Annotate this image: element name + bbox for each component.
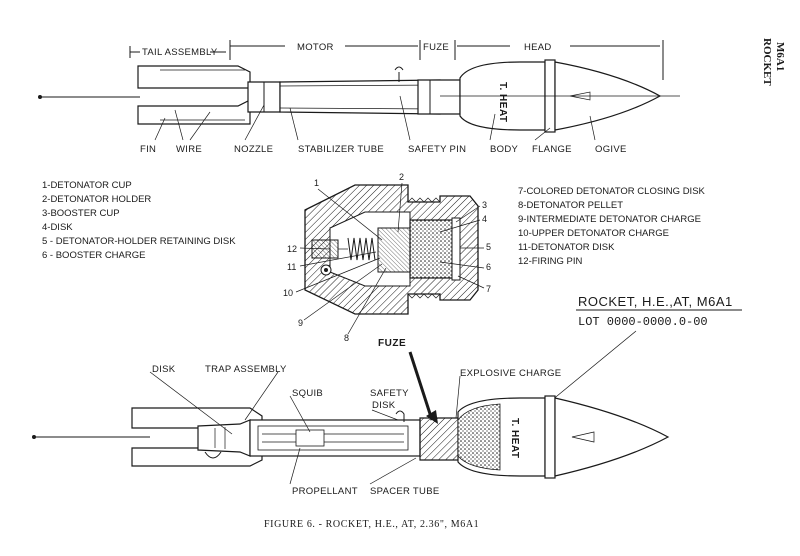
side-title-line1: M6A1 [774, 42, 786, 71]
legend-right-item: 9-INTERMEDIATE DETONATOR CHARGE [518, 214, 701, 225]
legend-right-item: 8-DETONATOR PELLET [518, 200, 623, 211]
label-disk: DISK [152, 364, 176, 375]
fuze-cross-section: 1 2 3 4 5 6 7 8 9 10 11 12 [283, 172, 491, 343]
label-fuze-bottom: FUZE [378, 338, 406, 349]
top-body-stencil: T. HEAT [497, 82, 508, 123]
legend-right-item: 11-DETONATOR DISK [518, 242, 615, 253]
label-safety-pin: SAFETY PIN [408, 144, 466, 155]
fuze-callout-6: 6 [486, 262, 491, 272]
label-safety-disk-2: DISK [372, 400, 396, 411]
legend-left-item: 1-DETONATOR CUP [42, 180, 132, 191]
legend-left: 1-DETONATOR CUP 2-DETONATOR HOLDER 3-BOO… [42, 180, 236, 261]
legend-left-item: 2-DETONATOR HOLDER [42, 194, 151, 205]
label-wire: WIRE [176, 144, 202, 155]
fin-lower [137, 99, 251, 125]
label-squib: SQUIB [292, 388, 323, 399]
label-safety-disk-1: SAFETY [370, 388, 409, 399]
fuze-callout-4: 4 [482, 214, 487, 224]
fuze-callout-7: 7 [486, 284, 491, 294]
label-nozzle: NOZZLE [234, 144, 273, 155]
label-explosive-charge: EXPLOSIVE CHARGE [460, 368, 561, 379]
label-stabilizer-tube: STABILIZER TUBE [298, 144, 384, 155]
fuze-callout-1: 1 [314, 178, 319, 188]
label-tail-assembly: TAIL ASSEMBLY [142, 47, 218, 58]
label-ogive: OGIVE [595, 144, 627, 155]
label-fuze-top: FUZE [423, 42, 449, 53]
fuze-callout-12: 12 [287, 244, 297, 254]
legend-right-item: 12-FIRING PIN [518, 256, 583, 267]
fuze-callout-5: 5 [486, 242, 491, 252]
legend-left-item: 4-DISK [42, 222, 73, 233]
side-title-line2: ROCKET [761, 38, 773, 86]
legend-right: 7-COLORED DETONATOR CLOSING DISK 8-DETON… [518, 186, 706, 267]
stamp-line1: ROCKET, H.E.,AT, M6A1 [578, 294, 733, 309]
figure-caption: FIGURE 6. - ROCKET, H.E., AT, 2.36", M6A… [264, 519, 479, 530]
legend-left-item: 5 - DETONATOR-HOLDER RETAINING DISK [42, 236, 236, 247]
fuze-callout-10: 10 [283, 288, 293, 298]
fin-upper [137, 65, 251, 89]
section-dimension-lines [129, 40, 664, 80]
legend-left-item: 6 - BOOSTER CHARGE [42, 250, 145, 261]
label-trap-assembly: TRAP ASSEMBLY [205, 364, 287, 375]
lot-stamp: ROCKET, H.E.,AT, M6A1 LOT 0000-0000.0-00 [539, 294, 742, 411]
bottom-rocket-drawing: FUZE T. HEAT [32, 338, 670, 497]
label-motor: MOTOR [297, 42, 334, 53]
label-body: BODY [490, 144, 518, 155]
fuze-callout-11: 11 [287, 262, 296, 272]
legend-right-item: 7-COLORED DETONATOR CLOSING DISK [518, 186, 706, 197]
label-flange: FLANGE [532, 144, 572, 155]
fuze-callout-2: 2 [399, 172, 404, 182]
legend-right-item: 10-UPPER DETONATOR CHARGE [518, 228, 669, 239]
label-head: HEAD [524, 42, 552, 53]
label-fin: FIN [140, 144, 156, 155]
legend-left-item: 3-BOOSTER CUP [42, 208, 120, 219]
stamp-line2: LOT 0000-0000.0-00 [578, 315, 708, 329]
fuze-callout-9: 9 [298, 318, 303, 328]
top-rocket-drawing: TAIL ASSEMBLY MOTOR FUZE HEAD T. HEAT [38, 40, 680, 155]
fuze-section [417, 79, 461, 115]
fuze-callout-8: 8 [344, 333, 349, 343]
fuze-callout-3: 3 [482, 200, 487, 210]
label-spacer-tube: SPACER TUBE [370, 486, 439, 497]
label-propellant: PROPELLANT [292, 486, 358, 497]
bottom-body-stencil: T. HEAT [509, 418, 520, 459]
side-title: M6A1 ROCKET [761, 38, 786, 86]
